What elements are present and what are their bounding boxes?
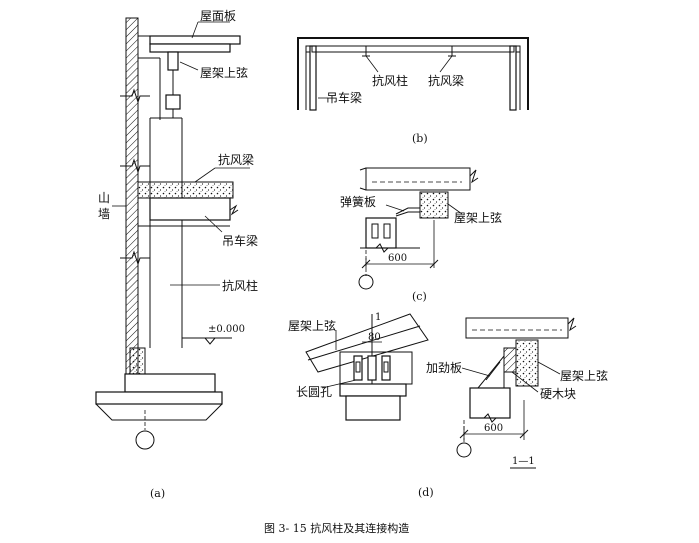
- label-truss-top-chord-a: 屋架上弦: [200, 65, 248, 80]
- label-section-title: 1—1: [512, 456, 535, 467]
- label-dim-80: 80: [368, 332, 381, 343]
- gable-wall: [125, 17, 139, 404]
- axis-bubble-c: [358, 274, 374, 290]
- crane-beam-section: [149, 197, 231, 221]
- label-panel-b: (b): [412, 132, 428, 145]
- label-panel-c: (c): [412, 290, 427, 303]
- label-hardwood-block: 硬木块: [540, 387, 576, 401]
- axis-bubble-a: [135, 430, 155, 450]
- panel-d-left: 1 1 80 屋架上弦 长圆孔: [288, 312, 429, 421]
- label-truss-top-chord-d-left: 屋架上弦: [288, 318, 336, 333]
- label-truss-top-chord-c: 屋架上弦: [454, 210, 502, 225]
- label-panel-d: (d): [418, 486, 434, 499]
- label-crane-beam-a: 吊车梁: [222, 233, 258, 248]
- panel-b: 抗风柱 抗风梁 吊车梁 (b): [297, 37, 529, 145]
- label-roof-panel: 屋面板: [200, 9, 236, 23]
- label-elevation: ±0.000: [208, 324, 245, 335]
- panel-c: 弹簧板 屋架上弦 600 (c): [340, 167, 502, 303]
- label-wind-beam-a: 抗风梁: [218, 152, 254, 167]
- roof-panel-slab: [149, 35, 241, 45]
- panel-a: 屋面板 屋架上弦 抗风梁 山 墙 吊车梁 抗风柱 ±0.000 (a): [95, 9, 258, 500]
- panel-d-right: 加劲板 屋架上弦 硬木块 600 1—1 (d): [418, 317, 608, 499]
- label-stiffener: 加劲板: [426, 361, 462, 375]
- label-crane-beam-b: 吊车梁: [326, 90, 362, 105]
- label-gable-wall-2: 墙: [98, 207, 110, 221]
- label-section-mark-top: 1: [375, 312, 381, 323]
- label-dimension-c: 600: [388, 253, 407, 264]
- label-panel-a: (a): [150, 487, 165, 500]
- label-long-hole: 长圆孔: [296, 385, 332, 399]
- label-dimension-d: 600: [484, 423, 503, 434]
- wind-beam-section: [137, 181, 234, 199]
- label-spring-plate: 弹簧板: [340, 194, 376, 209]
- label-gable-wall-1: 山: [98, 191, 110, 205]
- figure-caption: 图 3- 15 抗风柱及其连接构造: [264, 521, 409, 535]
- axis-bubble-d: [456, 442, 472, 458]
- label-wind-column-a: 抗风柱: [222, 278, 258, 293]
- label-wind-beam-b: 抗风梁: [428, 73, 464, 88]
- label-truss-top-chord-d-right: 屋架上弦: [560, 368, 608, 383]
- label-wind-column-b: 抗风柱: [372, 73, 408, 88]
